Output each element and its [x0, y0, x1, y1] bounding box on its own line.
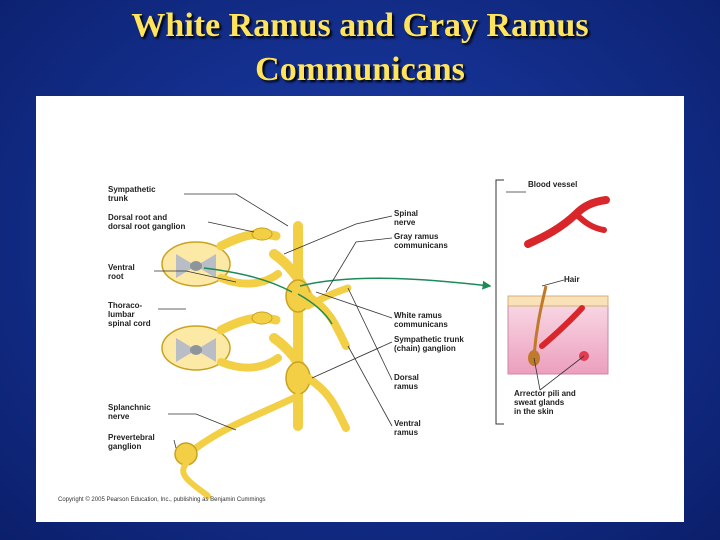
label-gray-ramus-1: Gray ramus	[394, 232, 439, 241]
label-chain-ganglion-1: Sympathetic trunk	[394, 335, 464, 344]
label-dorsal-root-2: dorsal root ganglion	[108, 222, 185, 231]
label-arrector-1: Arrector pili and	[514, 389, 576, 398]
blood-vessel-illustration	[528, 200, 606, 244]
label-gray-ramus-2: communicans	[394, 241, 448, 250]
label-ventral-root-2: root	[108, 272, 124, 281]
title-line-1: White Ramus and Gray Ramus	[0, 4, 720, 48]
label-sympathetic-trunk-1: Sympathetic	[108, 185, 156, 194]
label-splanchnic-2: nerve	[108, 412, 130, 421]
label-prevertebral-2: ganglion	[108, 442, 141, 451]
label-thoracolumbar-2: lumbar	[108, 310, 135, 319]
skin-illustration	[508, 286, 608, 374]
label-thoracolumbar-1: Thoraco-	[108, 301, 143, 310]
label-blood-vessel: Blood vessel	[528, 180, 577, 189]
label-ventral-root-1: Ventral	[108, 263, 135, 272]
label-dorsal-root-1: Dorsal root and	[108, 213, 167, 222]
label-ventral-ramus-2: ramus	[394, 428, 419, 437]
label-arrector-2: sweat glands	[514, 398, 565, 407]
label-dorsal-ramus-2: ramus	[394, 382, 419, 391]
label-thoracolumbar-3: spinal cord	[108, 319, 151, 328]
lower-spinal-segment	[162, 312, 308, 380]
label-spinal-nerve-1: Spinal	[394, 209, 418, 218]
label-dorsal-ramus-1: Dorsal	[394, 373, 419, 382]
slide-title: White Ramus and Gray Ramus Communicans	[0, 4, 720, 92]
label-ventral-ramus-1: Ventral	[394, 419, 421, 428]
sympathetic-diagram: Sympathetic trunk Dorsal root and dorsal…	[36, 96, 684, 522]
copyright-text: Copyright © 2005 Pearson Education, Inc.…	[58, 496, 266, 503]
label-hair: Hair	[564, 275, 580, 284]
label-chain-ganglion-2: (chain) ganglion	[394, 344, 456, 353]
label-sympathetic-trunk-2: trunk	[108, 194, 129, 203]
label-prevertebral-1: Prevertebral	[108, 433, 155, 442]
label-white-ramus-1: White ramus	[394, 311, 443, 320]
label-spinal-nerve-2: nerve	[394, 218, 416, 227]
label-arrector-3: in the skin	[514, 407, 554, 416]
upper-spinal-segment	[162, 228, 308, 296]
figure-panel: Sympathetic trunk Dorsal root and dorsal…	[36, 96, 684, 522]
title-line-2: Communicans	[0, 48, 720, 92]
label-splanchnic-1: Splanchnic	[108, 403, 151, 412]
target-bracket	[496, 180, 504, 424]
label-white-ramus-2: communicans	[394, 320, 448, 329]
